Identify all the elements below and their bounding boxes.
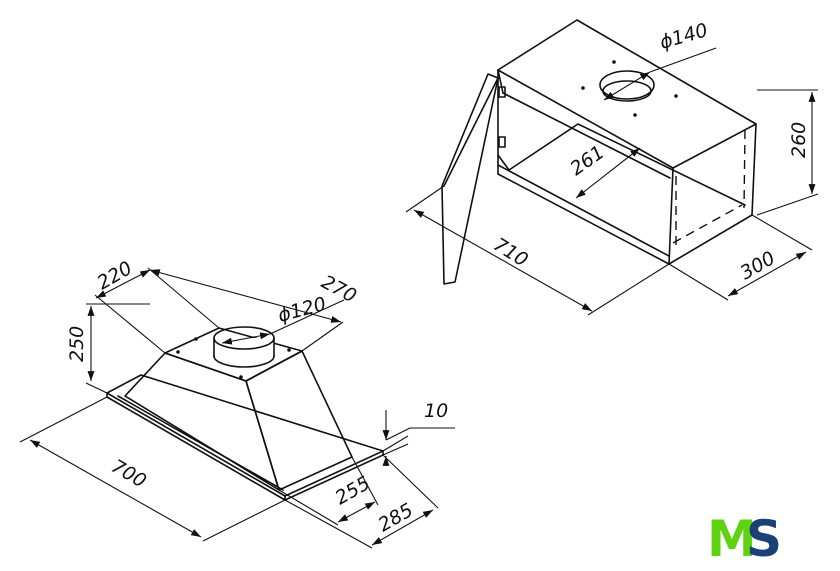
hood-duct-diameter-label: ϕ120 (276, 293, 329, 327)
box-screw-3 (674, 94, 678, 98)
box-hinge-bottom (498, 136, 506, 148)
box-dimensions: ϕ140 260 261 710 300 (405, 19, 819, 316)
box-inner-left (497, 154, 510, 171)
box-front-bottom-edge (497, 164, 670, 257)
hood-dimensions: 220 270 ϕ120 250 10 700 255 (19, 257, 455, 549)
box-right-vertical-edge (751, 123, 757, 216)
box-left-top-edge (497, 69, 504, 94)
brand-logo: M S (707, 510, 782, 568)
hood-width-label: 700 (108, 455, 150, 492)
box-width-label: 710 (489, 234, 531, 272)
hood-screw-1 (176, 350, 180, 354)
hood-inner-depth-label: 255 (332, 472, 374, 509)
hood-flange-label: 10 (424, 400, 448, 422)
logo-letter-s: S (746, 510, 782, 568)
box-unit-drawing (441, 19, 757, 285)
hood-screw-4 (239, 375, 243, 379)
box-front-vertical-edge (668, 167, 674, 265)
hood-screw-3 (287, 348, 291, 352)
hood-height-label: 250 (66, 326, 88, 362)
box-screw-2 (612, 60, 616, 64)
box-hidden-line-2 (743, 129, 746, 209)
box-top-face (497, 19, 757, 169)
box-duct-inner (602, 80, 652, 102)
box-screw-1 (581, 86, 585, 90)
hood-depth-label: 285 (375, 499, 417, 536)
box-hidden-line-1 (672, 204, 743, 244)
hood-duct-top (213, 326, 275, 350)
box-inner-depth-label: 261 (566, 141, 608, 180)
box-screw-4 (633, 113, 637, 117)
box-inner-back (508, 123, 746, 206)
box-height-label: 260 (788, 122, 810, 158)
box-bottom-right-edge (668, 214, 753, 265)
box-opening-top (502, 92, 671, 179)
box-door-edge (443, 77, 499, 187)
box-hinge-top (498, 86, 506, 98)
box-duct-diameter-label: ϕ140 (657, 19, 710, 54)
hood-screw-2 (194, 337, 198, 341)
logo-letter-m: M (707, 510, 757, 568)
